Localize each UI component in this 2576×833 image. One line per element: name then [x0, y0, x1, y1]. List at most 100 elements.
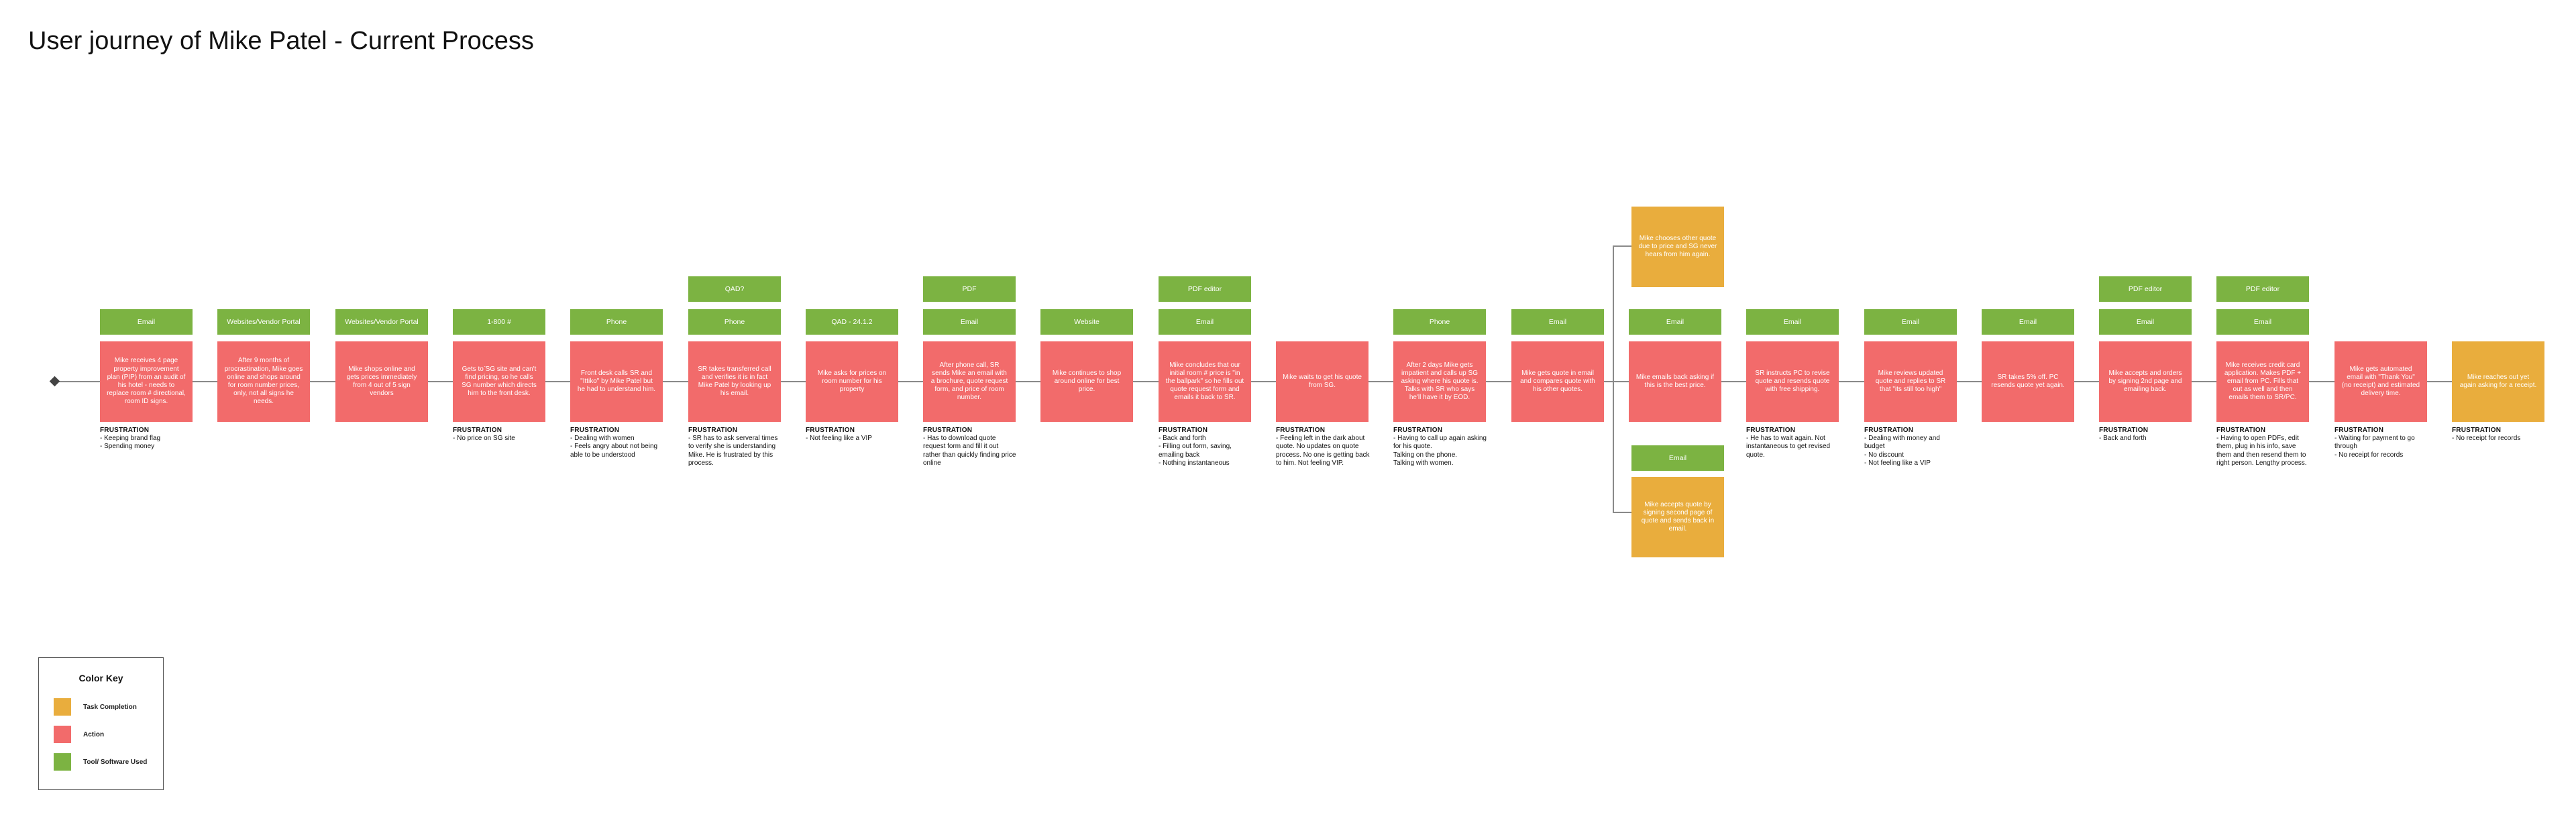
- action-text: Mike accepts and orders by signing 2nd p…: [2108, 369, 2182, 394]
- frustration-text: - No receipt for records: [2452, 435, 2521, 443]
- frustration-heading: FRUSTRATION: [1746, 427, 1796, 434]
- tool-badge: Websites/Vendor Portal: [335, 309, 428, 335]
- tool-badge: PDF editor: [1159, 276, 1251, 302]
- frustration-text: - Having to open PDFs, edit them, plug i…: [2216, 435, 2307, 467]
- frustration-text: - Waiting for payment to go through - No…: [2334, 435, 2415, 459]
- branch-connector: [1613, 245, 1614, 512]
- frustration-note: FRUSTRATION- Dealing with money and budg…: [1864, 427, 1958, 467]
- tool-badge: Websites/Vendor Portal: [217, 309, 310, 335]
- tool-badge: Website: [1040, 309, 1133, 335]
- legend-swatch: [54, 753, 71, 771]
- tool-label: PDF editor: [2245, 284, 2280, 293]
- action-card: Mike emails back asking if this is the b…: [1629, 341, 1721, 422]
- tool-label: Websites/Vendor Portal: [345, 317, 419, 326]
- action-text: Mike shops online and gets prices immedi…: [346, 365, 417, 398]
- branch-lower-tool: Email: [1631, 445, 1724, 471]
- tool-label: Email: [2136, 317, 2155, 326]
- frustration-text: - Not feeling like a VIP: [806, 435, 872, 443]
- frustration-note: FRUSTRATION- Back and forth - Filling ou…: [1159, 427, 1252, 467]
- action-text: SR instructs PC to revise quote and rese…: [1755, 369, 1830, 394]
- action-card: After phone call, SR sends Mike an email…: [923, 341, 1016, 422]
- legend-swatch: [54, 698, 71, 716]
- action-text: Mike continues to shop around online for…: [1052, 369, 1122, 394]
- action-card: Mike gets quote in email and compares qu…: [1511, 341, 1604, 422]
- frustration-note: FRUSTRATION- Keeping brand flag - Spendi…: [100, 427, 194, 451]
- frustration-text: - Back and forth - Filling out form, sav…: [1159, 435, 1232, 467]
- legend-row-action: Action: [54, 726, 104, 743]
- legend-row-tool: Tool/ Software Used: [54, 753, 147, 771]
- legend-label: Action: [83, 730, 105, 738]
- frustration-note: FRUSTRATION- Having to call up again ask…: [1393, 427, 1487, 467]
- branch-lower-text: Mike accepts quote by signing second pag…: [1641, 500, 1715, 533]
- tool-badge: Email: [2216, 309, 2309, 335]
- action-card: Mike asks for prices on room number for …: [806, 341, 898, 422]
- tool-badge: Phone: [570, 309, 663, 335]
- action-card: Mike continues to shop around online for…: [1040, 341, 1133, 422]
- legend-label: Task Completion: [83, 703, 137, 711]
- tool-label: Email: [1901, 317, 1920, 326]
- tool-label: Email: [1783, 317, 1802, 326]
- tool-badge: Email: [923, 309, 1016, 335]
- action-text: Front desk calls SR and "Ittiko" by Mike…: [577, 369, 656, 394]
- action-text: Mike reviews updated quote and replies t…: [1875, 369, 1946, 394]
- color-key-title: Color Key: [78, 673, 123, 683]
- tool-label: Phone: [1429, 317, 1450, 326]
- action-text: Mike gets quote in email and compares qu…: [1520, 369, 1595, 394]
- frustration-text: - Has to download quote request form and…: [923, 435, 1016, 467]
- tool-badge: Email: [1159, 309, 1251, 335]
- tool-badge: Phone: [688, 309, 781, 335]
- action-text: Mike receives 4 page property improvemen…: [107, 357, 186, 406]
- frustration-text: - No price on SG site: [453, 435, 515, 443]
- action-card: After 2 days Mike gets impatient and cal…: [1393, 341, 1486, 422]
- frustration-heading: FRUSTRATION: [2216, 427, 2266, 434]
- action-text: Mike reaches out yet again asking for a …: [2459, 373, 2537, 389]
- tool-badge: PDF editor: [2099, 276, 2192, 302]
- tool-badge: Email: [2099, 309, 2192, 335]
- frustration-text: - Keeping brand flag - Spending money: [100, 435, 161, 451]
- action-card: Mike concludes that our initial room # p…: [1159, 341, 1251, 422]
- frustration-heading: FRUSTRATION: [2452, 427, 2502, 434]
- tool-label: PDF editor: [1187, 284, 1222, 293]
- tool-badge: Email: [1511, 309, 1604, 335]
- branch-lower-completion: Mike accepts quote by signing second pag…: [1631, 477, 1724, 557]
- action-card: Gets to ̈SG site and can't find pricing,…: [453, 341, 545, 422]
- frustration-heading: FRUSTRATION: [806, 427, 855, 434]
- frustration-note: FRUSTRATION- Feeling left in the dark ab…: [1276, 427, 1370, 467]
- frustration-heading: FRUSTRATION: [100, 427, 150, 434]
- tool-label: Websites/Vendor Portal: [227, 317, 301, 326]
- tool-label: Phone: [606, 317, 627, 326]
- tool-badge: Email: [1982, 309, 2074, 335]
- action-text: Mike concludes that our initial room # p…: [1165, 361, 1244, 402]
- frustration-note: FRUSTRATION- Dealing with women - Feels …: [570, 427, 664, 459]
- frustration-note: FRUSTRATION- No price on SG site: [453, 427, 547, 443]
- frustration-note: FRUSTRATION- He has to wait again. Not i…: [1746, 427, 1840, 459]
- action-text: Mike asks for prices on room number for …: [817, 369, 887, 394]
- action-card: Mike waits to get his quote from SG.: [1276, 341, 1368, 422]
- tool-label: Email: [2253, 317, 2272, 326]
- action-card: SR takes 5% off. PC resends quote yet ag…: [1982, 341, 2074, 422]
- tool-badge: 1-800 #: [453, 309, 545, 335]
- tool-label: PDF: [962, 284, 977, 293]
- tool-label: Email: [960, 317, 979, 326]
- frustration-heading: FRUSTRATION: [1159, 427, 1208, 434]
- tool-label: Email: [137, 317, 156, 326]
- branch-connector-lower: [1613, 512, 1631, 513]
- frustration-note: FRUSTRATION- Not feeling like a VIP: [806, 427, 900, 443]
- legend-swatch: [54, 726, 71, 743]
- frustration-heading: FRUSTRATION: [1864, 427, 1914, 434]
- frustration-heading: FRUSTRATION: [453, 427, 502, 434]
- frustration-text: - Feeling left in the dark about quote. …: [1276, 435, 1370, 467]
- action-text: Mike gets automated email with "Thank Yo…: [2341, 365, 2420, 398]
- frustration-heading: FRUSTRATION: [1276, 427, 1326, 434]
- tool-badge: Phone: [1393, 309, 1486, 335]
- color-key: Color Key Task Completion Action Tool/ S…: [38, 657, 164, 790]
- frustration-text: - Having to call up again asking for his…: [1393, 435, 1487, 467]
- branch-connector-upper: [1613, 245, 1631, 247]
- frustration-heading: FRUSTRATION: [923, 427, 973, 434]
- branch-lower-tool-label: Email: [1668, 453, 1687, 462]
- tool-label: QAD?: [724, 284, 745, 293]
- action-card: Mike shops online and gets prices immedi…: [335, 341, 428, 422]
- action-card: After 9 months of procrastination, Mike …: [217, 341, 310, 422]
- frustration-note: FRUSTRATION- SR has to ask serveral time…: [688, 427, 782, 467]
- frustration-text: - Back and forth: [2099, 435, 2147, 443]
